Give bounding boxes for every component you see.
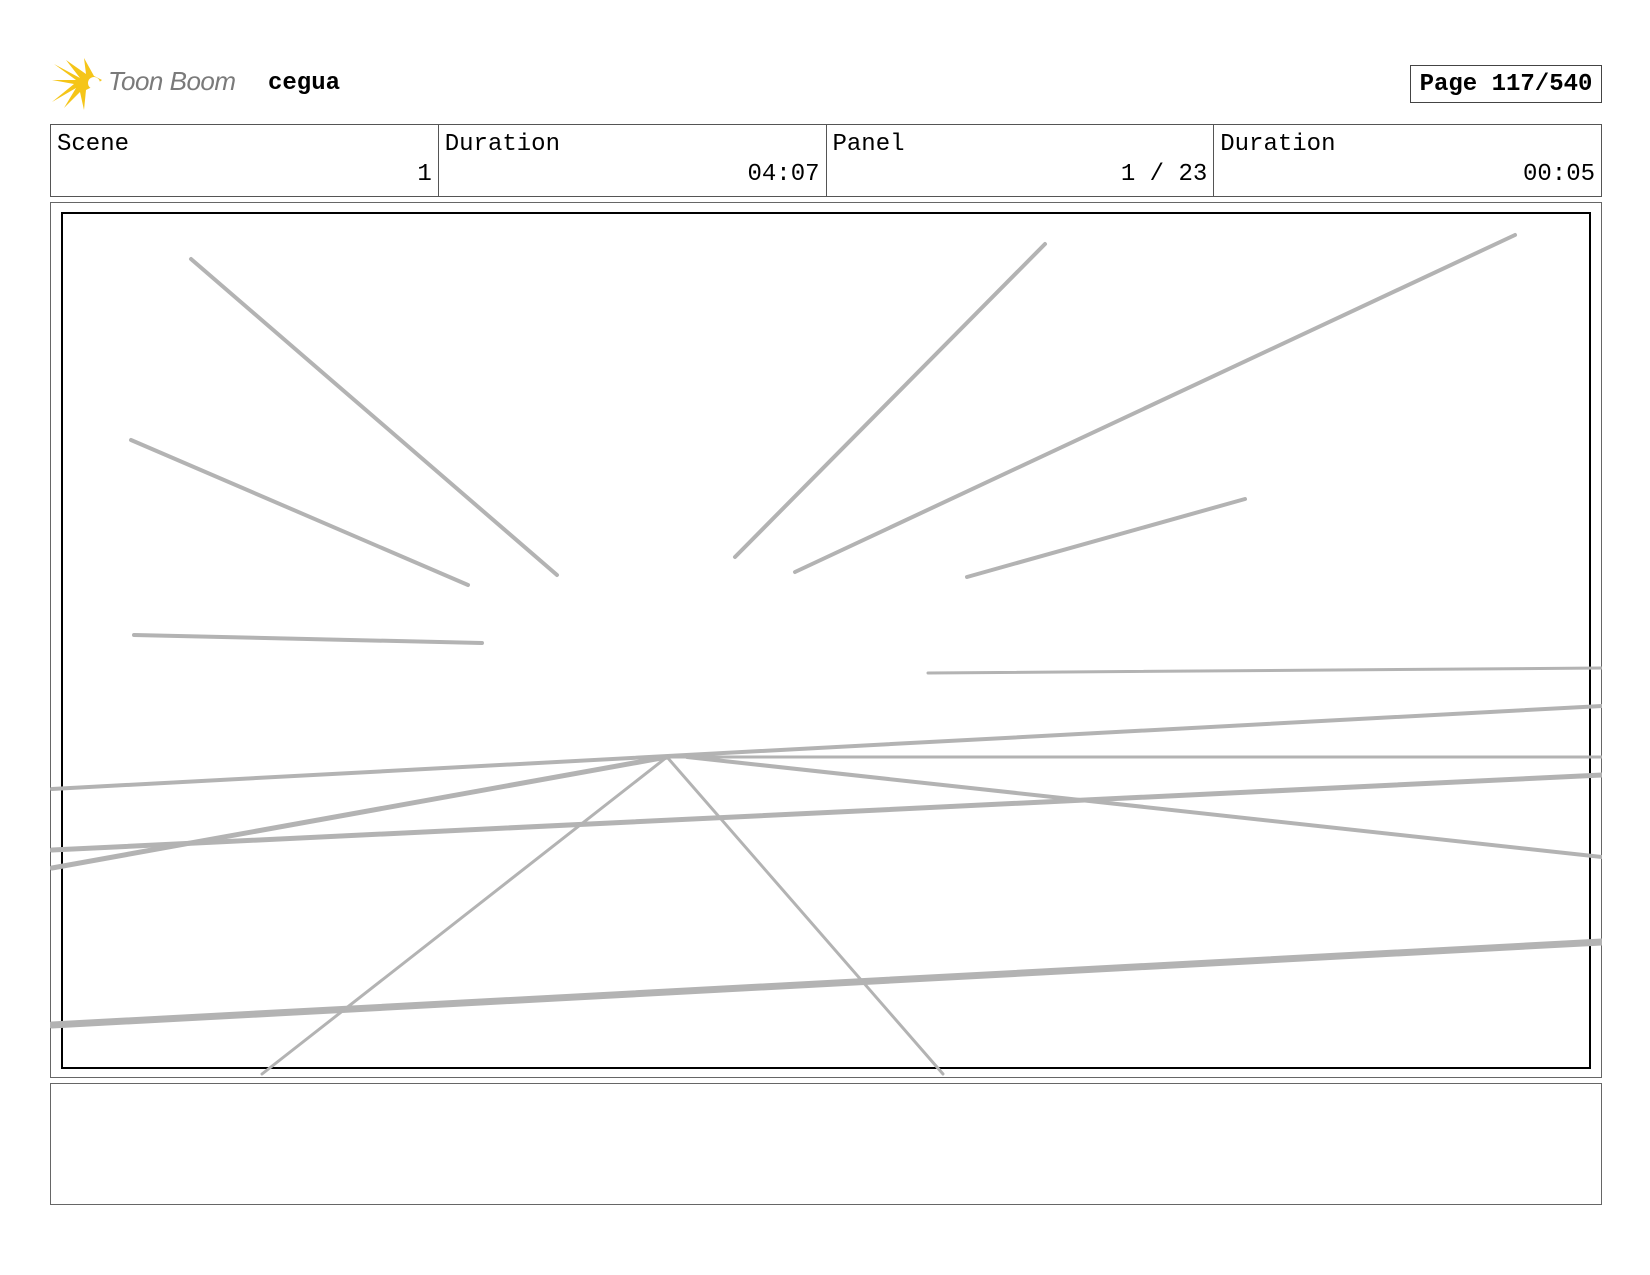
starburst-icon: [52, 58, 102, 110]
scene-duration-value: 04:07: [747, 161, 820, 188]
sketch-line: [260, 755, 669, 1076]
sketch-line: [926, 666, 1602, 675]
sketch-line: [665, 755, 945, 1076]
sketch-line: [50, 938, 1602, 1029]
camera-frame: [61, 212, 1591, 1069]
toon-boom-logo: Toon Boom: [52, 56, 252, 112]
sketch-line: [50, 754, 670, 871]
scene-duration-label: Duration: [444, 131, 560, 158]
page-indicator: Page 117/540: [1410, 65, 1602, 103]
logo-text: Toon Boom: [108, 66, 236, 96]
panel-info-table: Scene 1 Duration 04:07 Panel 1 / 23 Dura…: [50, 124, 1602, 197]
sketch-line: [685, 755, 1602, 859]
panel-label: Panel: [832, 131, 905, 158]
sketch-line: [965, 497, 1247, 579]
project-name: cegua: [268, 70, 341, 97]
scene-value: 1: [417, 161, 432, 188]
panel-duration-value: 00:05: [1522, 161, 1595, 188]
panel-sketch: [50, 233, 1602, 1076]
sketch-line: [50, 772, 1602, 853]
scene-duration-cell: Duration 04:07: [439, 125, 827, 196]
scene-label: Scene: [57, 131, 130, 158]
panel-cell: Panel 1 / 23: [827, 125, 1215, 196]
sketch-line: [189, 257, 559, 577]
panel-notes-box[interactable]: [50, 1083, 1602, 1205]
sketch-line: [733, 242, 1047, 559]
panel-frame: [50, 202, 1602, 1078]
scene-cell: Scene 1: [51, 125, 439, 196]
sketch-line: [132, 633, 484, 645]
sketch-line: [50, 704, 1602, 791]
panel-duration-cell: Duration 00:05: [1214, 125, 1601, 196]
panel-value: 1 / 23: [1120, 161, 1208, 188]
panel-duration-label: Duration: [1220, 131, 1336, 158]
sketch-line: [129, 438, 470, 587]
sketch-line: [793, 233, 1517, 574]
